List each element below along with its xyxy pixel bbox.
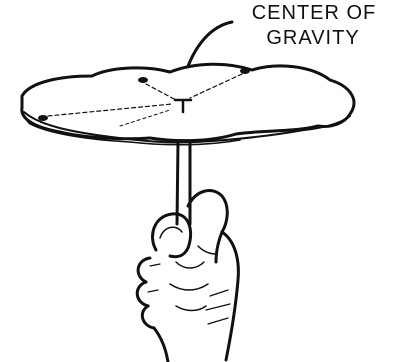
support-rod-icon	[177, 142, 190, 224]
plate-icon	[22, 64, 354, 145]
hand-icon	[137, 191, 238, 362]
